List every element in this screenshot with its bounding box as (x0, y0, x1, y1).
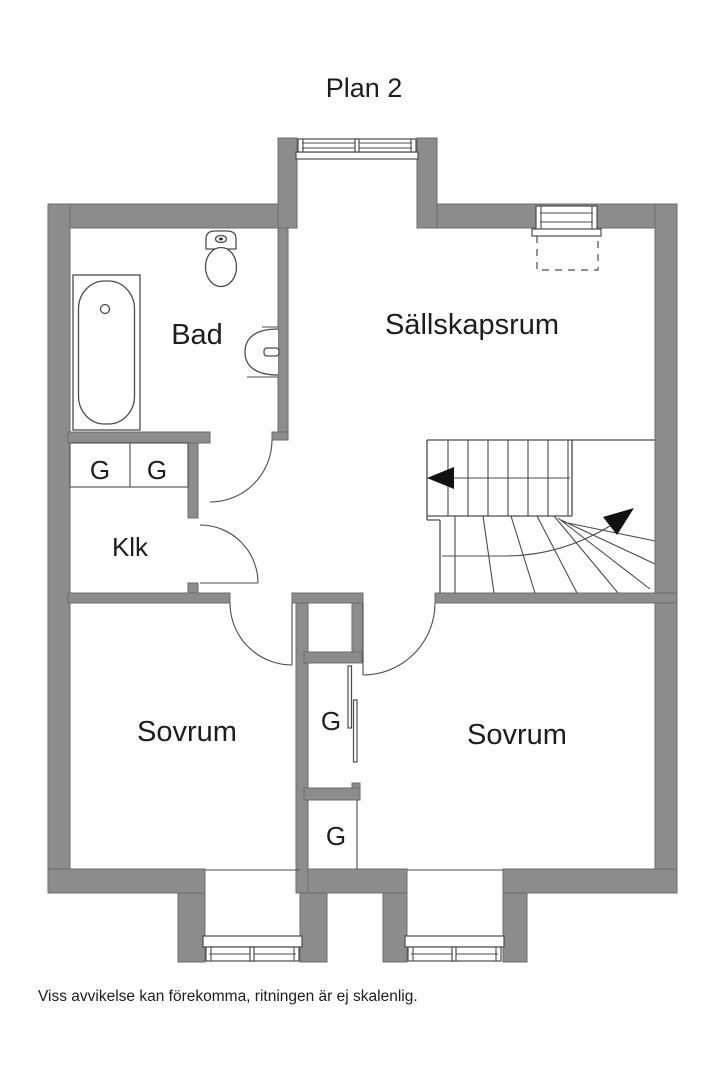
wall-bathroom-right (277, 227, 289, 441)
wardrobe-label: G (326, 821, 346, 851)
bedroom-left-door-arc (229, 602, 293, 666)
wall-bottom-dormer-left-a (177, 892, 206, 963)
window-mullion (451, 946, 457, 962)
construction-lines (69, 442, 503, 871)
wall-left (47, 203, 71, 894)
stairs-entry-arrow-icon (603, 508, 634, 535)
window-sill (295, 151, 419, 160)
ceiling-height-dashed-line (536, 236, 599, 271)
bathtub-basin (77, 280, 136, 425)
sliding-doors (347, 665, 358, 763)
wall-bedrooms-mid (291, 592, 364, 604)
wall-right (654, 203, 678, 894)
room-label-closet: Klk (112, 532, 149, 562)
room-labels: Bad Sällskapsrum G G Klk Sovrum Sovrum G… (90, 309, 567, 851)
window-top-dormer (295, 138, 419, 160)
page-title: Plan 2 (326, 73, 403, 103)
window-mullion (354, 138, 360, 153)
stair-treads-winder (454, 515, 656, 594)
wall-bottom-dormer-right-a (382, 892, 408, 963)
walls (47, 137, 678, 963)
wardrobe-label: G (147, 455, 167, 485)
bathroom-door-arc (209, 439, 273, 503)
wall-klk-right-stub (187, 582, 199, 594)
wardrobe-pair-outline (69, 442, 189, 488)
disclaimer-text: Viss avvikelse kan förekomma, ritningen … (38, 988, 418, 1005)
stair-outline (426, 439, 655, 593)
wardrobe-label: G (321, 706, 341, 736)
room-label-living-room: Sällskapsrum (385, 309, 559, 341)
bathtub (72, 274, 141, 431)
room-label-bathroom: Bad (171, 319, 223, 351)
window-top-right (531, 205, 602, 271)
wall-top-left (47, 203, 279, 229)
wall-top-dormer-right (416, 137, 438, 229)
wall-wardrobe-bottom-top (303, 787, 361, 801)
wall-klk-right-upper (187, 442, 199, 519)
window-panes (540, 206, 593, 231)
wall-wardrobe-bottom-notch (351, 782, 361, 789)
window-bottom-right (404, 935, 505, 962)
window-mullion (249, 946, 255, 962)
stair-walkline-lower (442, 525, 611, 557)
wall-corridor-left (295, 602, 309, 894)
sink-bowl (244, 328, 279, 376)
sliding-door-leaf (347, 665, 353, 729)
wall-bottom-dormer-left-b (299, 892, 328, 963)
bedroom-right-door-arc (362, 602, 436, 676)
sink-faucet (263, 347, 280, 357)
window-sill (531, 228, 602, 237)
doors (199, 439, 436, 676)
wall-bathroom-bottom (67, 431, 211, 444)
staircase (426, 439, 656, 594)
room-label-bedroom-left: Sovrum (137, 716, 237, 748)
window-sill (202, 935, 303, 948)
klk-door-arc (199, 524, 259, 584)
sink-counter-lines (247, 326, 278, 378)
toilet (204, 230, 238, 288)
window-frame (535, 205, 598, 232)
bathroom-fixtures (72, 230, 280, 431)
wall-wardrobe-mid-top (303, 651, 363, 664)
stairs-up-arrow-icon (427, 467, 454, 489)
sliding-door-leaf (352, 699, 358, 763)
wall-bottom-2 (299, 868, 408, 894)
windows (202, 138, 602, 962)
wall-bathroom-right-foot (271, 431, 289, 441)
toilet-button-dot (219, 237, 223, 241)
toilet-bowl (204, 246, 238, 288)
wall-bedrooms-right (434, 592, 678, 604)
wall-bottom-1 (47, 868, 206, 894)
window-bottom-left (202, 935, 303, 962)
wall-bottom-3 (502, 868, 678, 894)
room-label-bedroom-right: Sovrum (467, 719, 567, 751)
window-sill (404, 935, 505, 948)
wall-bedrooms-left (67, 592, 231, 604)
wardrobe-label: G (90, 455, 110, 485)
wall-top-dormer-left (277, 137, 298, 229)
wall-bottom-dormer-right-b (502, 892, 528, 963)
sink (244, 326, 280, 378)
bathtub-drain (99, 303, 111, 315)
